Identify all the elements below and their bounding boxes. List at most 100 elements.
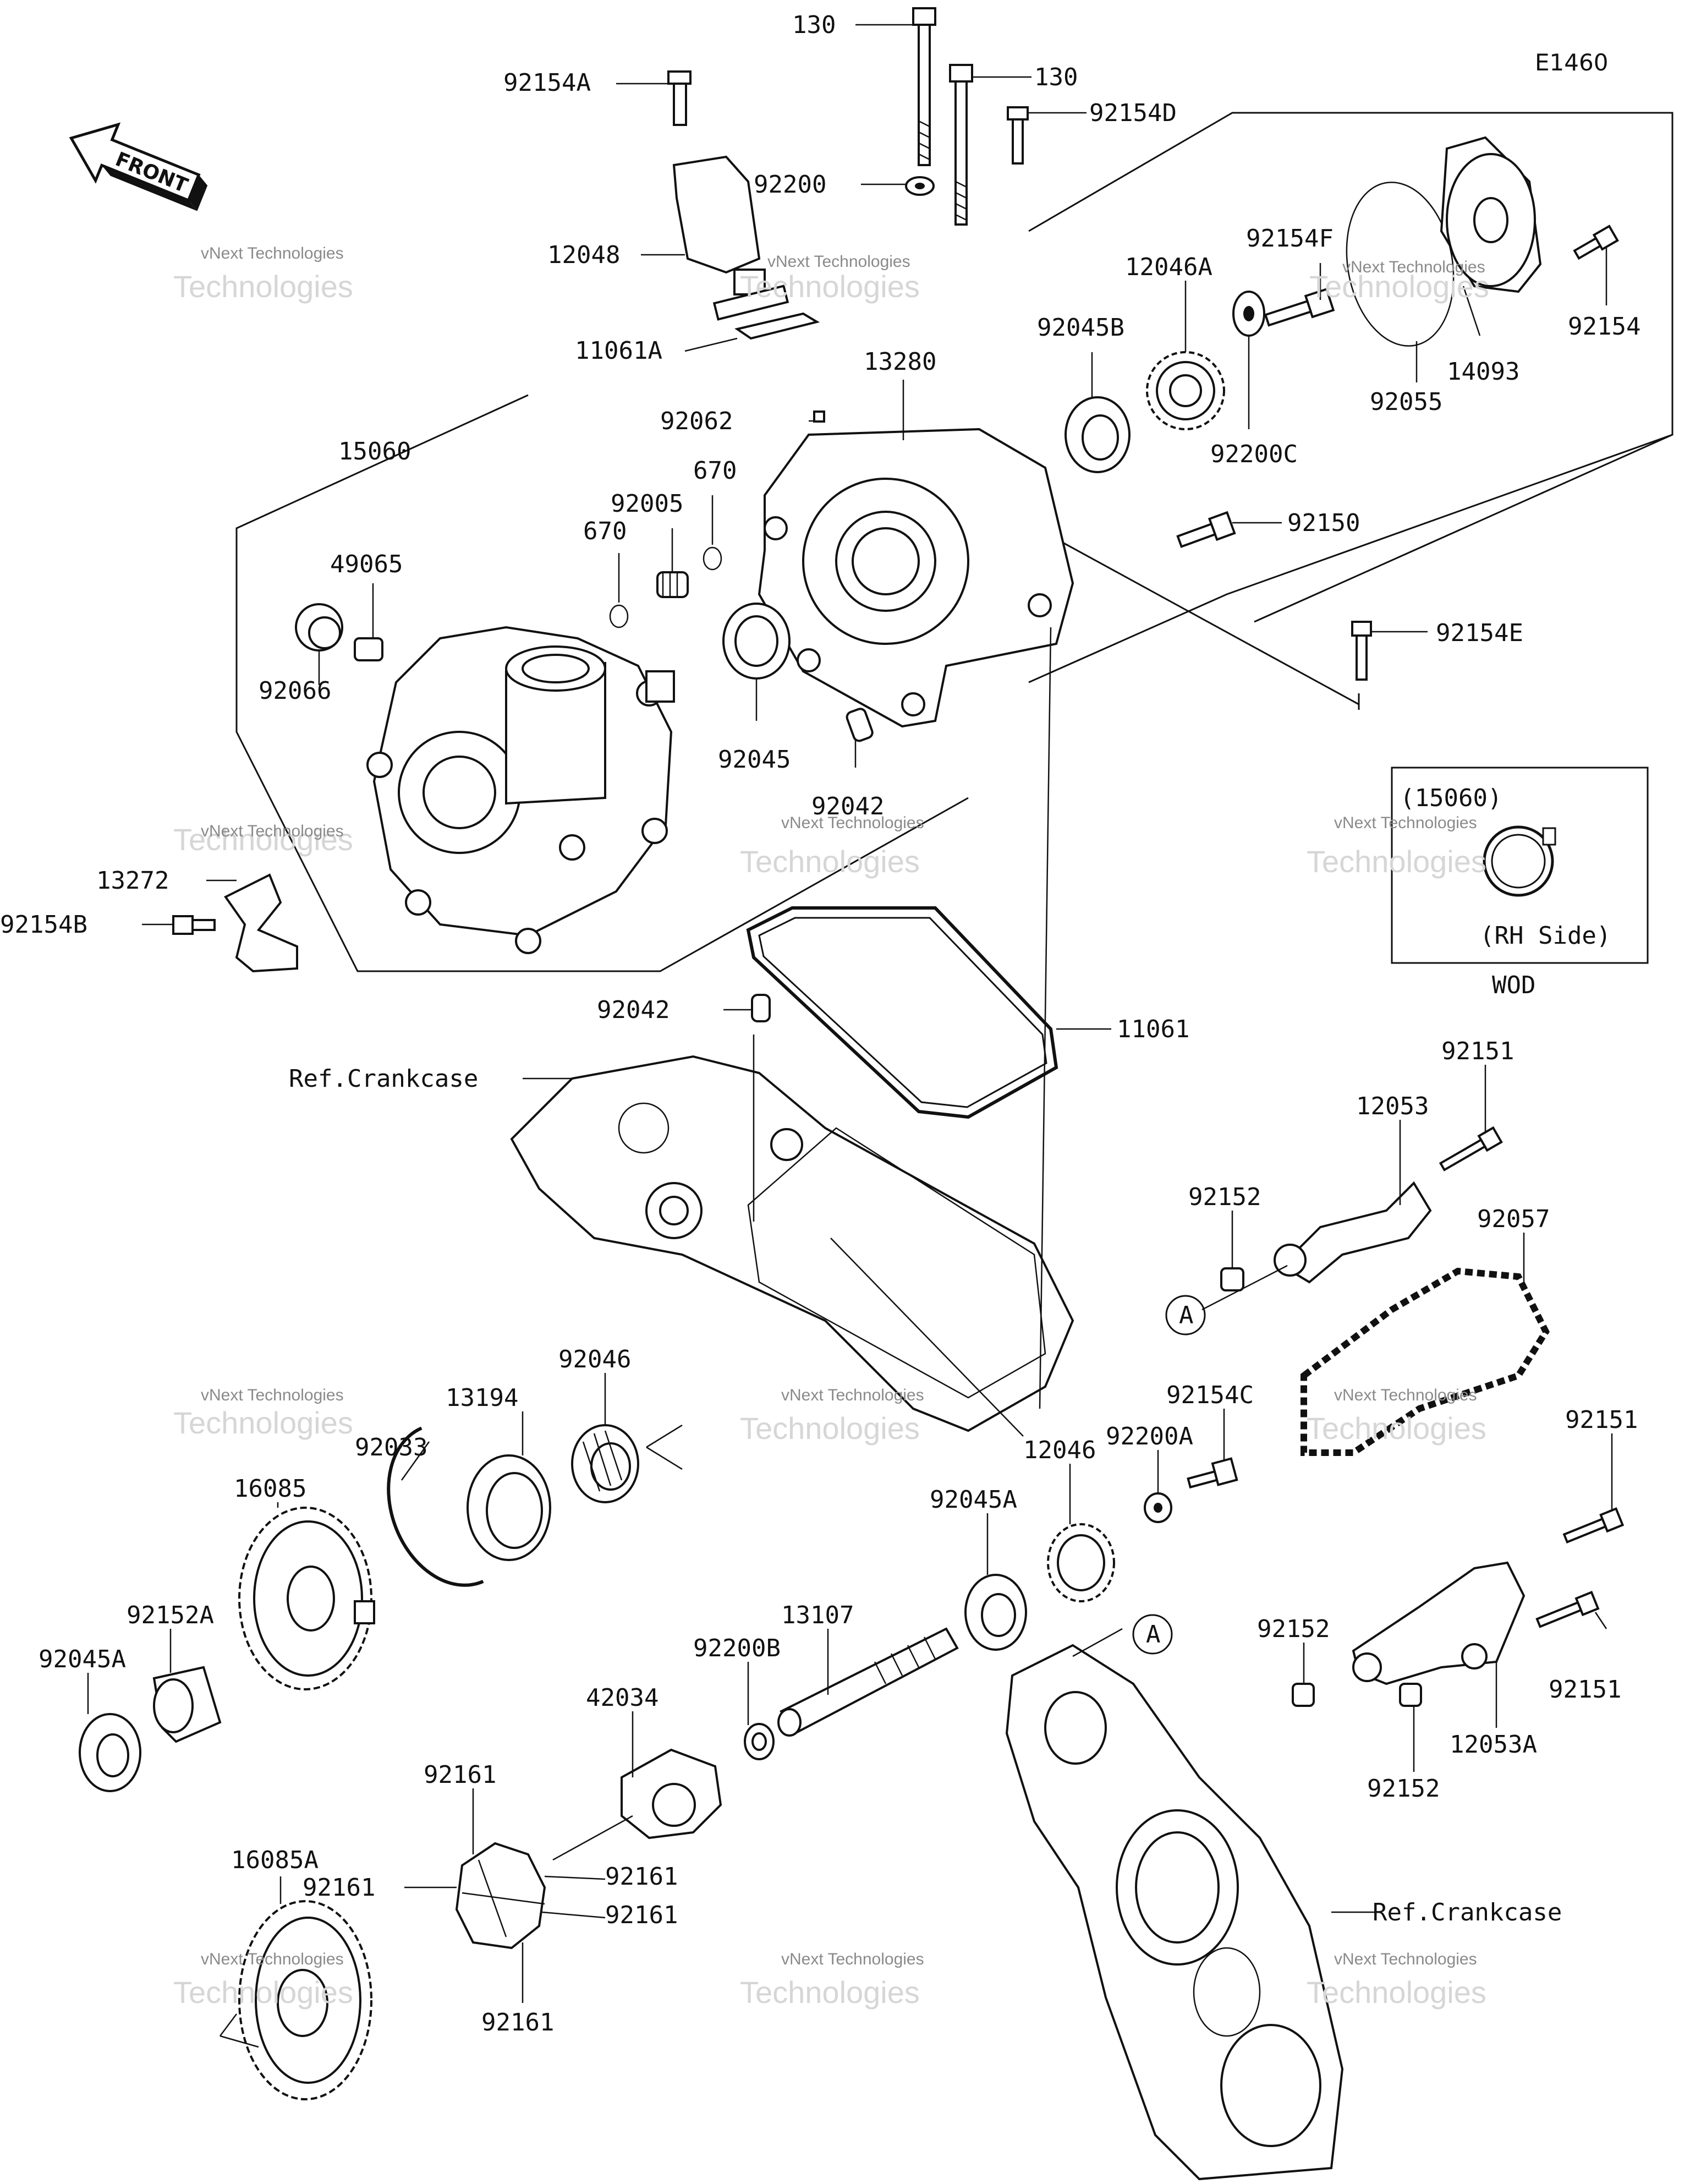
gear-16085 xyxy=(238,1507,375,1690)
label-92152-b: 92152 xyxy=(1257,1615,1330,1643)
label-92055: 92055 xyxy=(1370,388,1442,416)
svg-text:Technologies: Technologies xyxy=(740,844,920,879)
label-92154d: 92154D xyxy=(1089,99,1177,127)
label-92045: 92045 xyxy=(718,746,791,774)
shaft-13107 xyxy=(777,1627,959,1737)
part-labels: 130 130 92154A 92154D 92200 12048 11061A… xyxy=(0,11,1640,2037)
front-arrow-icon: FRONT xyxy=(69,122,208,211)
label-92042-a: 92042 xyxy=(811,792,884,820)
label-42034: 42034 xyxy=(586,1684,659,1712)
label-11061a: 11061A xyxy=(575,337,662,365)
label-92057: 92057 xyxy=(1477,1205,1550,1233)
svg-text:vNext Technologies: vNext Technologies xyxy=(767,253,910,271)
svg-text:A: A xyxy=(1179,1301,1194,1329)
label-16085: 16085 xyxy=(234,1475,306,1503)
gear-16085a xyxy=(238,1900,372,2100)
label-12053a: 12053A xyxy=(1450,1731,1537,1759)
watermarks: Technologies vNext Technologies Technolo… xyxy=(173,244,1489,2010)
bearing-92045a xyxy=(964,1574,1027,1651)
wod-box-caption: WOD xyxy=(1492,971,1535,999)
svg-text:vNext Technologies: vNext Technologies xyxy=(201,1386,344,1404)
label-12048: 12048 xyxy=(547,241,620,269)
label-92200c: 92200C xyxy=(1210,440,1298,468)
svg-text:Technologies: Technologies xyxy=(740,1411,920,1446)
svg-text:Technologies: Technologies xyxy=(1307,1411,1486,1446)
label-92200b: 92200B xyxy=(693,1634,781,1662)
bolt-92151-a xyxy=(1439,1126,1503,1172)
label-15060: 15060 xyxy=(338,437,411,466)
chain-guide-12053a xyxy=(1352,1561,1526,1685)
o-ring-92055 xyxy=(1346,182,1455,347)
label-92161-top: 92161 xyxy=(424,1761,496,1789)
wod-box xyxy=(1391,767,1649,964)
gear-12046 xyxy=(1047,1523,1115,1602)
bolt-92151-b xyxy=(1562,1507,1625,1543)
svg-text:Technologies: Technologies xyxy=(173,1405,353,1440)
label-92046: 92046 xyxy=(558,1345,631,1373)
label-92152-a: 92152 xyxy=(1188,1183,1261,1211)
label-92151-c: 92151 xyxy=(1549,1676,1621,1704)
label-92200a: 92200A xyxy=(1106,1422,1193,1450)
label-12046: 12046 xyxy=(1023,1436,1096,1464)
label-11061: 11061 xyxy=(1117,1015,1189,1043)
label-16085a: 16085A xyxy=(231,1846,319,1874)
svg-text:Technologies: Technologies xyxy=(740,269,920,304)
leader-lines xyxy=(87,24,1613,2048)
chain-guide-12053 xyxy=(1274,1181,1432,1284)
svg-text:Technologies: Technologies xyxy=(1309,269,1489,304)
label-92200: 92200 xyxy=(754,171,826,199)
svg-text:Technologies: Technologies xyxy=(740,1975,920,2010)
spring-92005 xyxy=(656,571,689,598)
wod-seal-ring xyxy=(1483,825,1556,897)
group-frame-top-right xyxy=(1028,112,1673,623)
clip-49065 xyxy=(354,637,383,661)
label-130-a: 130 xyxy=(792,11,836,39)
crankcase-lower-ref xyxy=(1005,1644,1344,2181)
label-92062: 92062 xyxy=(660,407,733,435)
group-frame-right-diag xyxy=(1061,541,1359,705)
svg-text:vNext Technologies: vNext Technologies xyxy=(201,244,344,262)
label-92154b: 92154B xyxy=(0,911,87,939)
label-670-b: 670 xyxy=(583,517,627,545)
hub-42034 xyxy=(621,1748,722,1840)
seal-92045 xyxy=(722,603,791,680)
plug-92062 xyxy=(813,410,825,423)
chain-92057 xyxy=(1301,1267,1550,1456)
svg-text:vNext Technologies: vNext Technologies xyxy=(1334,1950,1477,1968)
label-92045a-left: 92045A xyxy=(39,1645,126,1673)
label-92150: 92150 xyxy=(1287,509,1360,537)
label-92152-c: 92152 xyxy=(1367,1775,1440,1803)
crankcase-upper-ref xyxy=(510,1055,1074,1432)
bolt-92154 xyxy=(1573,225,1619,260)
pump-15060 xyxy=(366,626,675,954)
sensor-12048 xyxy=(672,155,789,321)
label-92066: 92066 xyxy=(259,677,331,705)
collar-92152-c xyxy=(1399,1683,1422,1707)
gasket-11061 xyxy=(746,906,1058,1119)
label-92151-b: 92151 xyxy=(1565,1406,1638,1434)
one-way-clutch-13194 xyxy=(467,1454,551,1561)
label-12053: 12053 xyxy=(1356,1092,1429,1120)
label-12046a: 12046A xyxy=(1125,253,1212,281)
callout-a-2 xyxy=(1132,1614,1173,1655)
damper-92161 xyxy=(455,1842,546,1950)
svg-text:vNext Technologies: vNext Technologies xyxy=(201,1950,344,1968)
svg-text:Technologies: Technologies xyxy=(1307,1975,1486,2010)
bearing-92045b xyxy=(1065,396,1131,473)
label-92154f: 92154F xyxy=(1246,225,1334,253)
label-92045a: 92045A xyxy=(930,1486,1017,1514)
label-92151-a: 92151 xyxy=(1441,1037,1514,1065)
plug-92066 xyxy=(295,603,343,652)
ref-crankcase-lower: Ref.Crankcase xyxy=(1373,1898,1562,1926)
label-92042-b: 92042 xyxy=(597,996,670,1024)
gasket-11061a xyxy=(734,312,820,340)
label-92005: 92005 xyxy=(611,490,683,518)
label-92033: 92033 xyxy=(355,1433,427,1462)
bearing-92045a-left xyxy=(79,1713,141,1792)
collar-92152-a xyxy=(1220,1267,1244,1291)
label-92161-right-a: 92161 xyxy=(605,1863,678,1891)
dowel-92042-a xyxy=(846,708,874,742)
housing-13280 xyxy=(758,428,1074,728)
svg-text:Technologies: Technologies xyxy=(173,822,353,857)
svg-text:Technologies: Technologies xyxy=(1307,844,1486,879)
